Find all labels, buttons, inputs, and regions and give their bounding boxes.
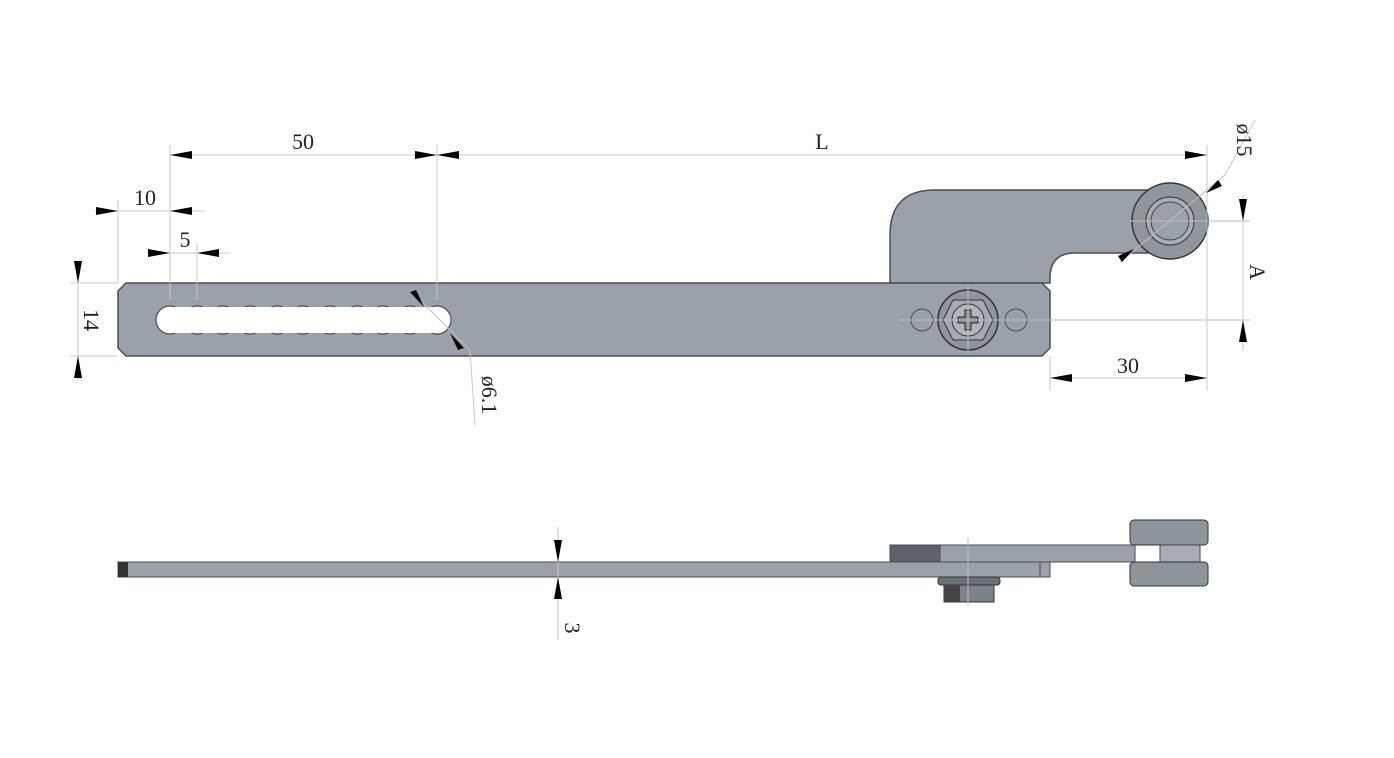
- top-view: 50 L 10 5 14 ø6.1 ø15 A 30: [70, 119, 1270, 426]
- dim-thickness: 3: [560, 623, 585, 634]
- dim-length: L: [815, 129, 828, 154]
- bar-side: [117, 561, 1051, 578]
- slotted-bar: [117, 282, 1051, 357]
- dim-height-offset: A: [1245, 264, 1270, 280]
- dim-pitch: 5: [180, 227, 191, 252]
- dim-width: 14: [79, 309, 104, 331]
- roller-bracket: [889, 189, 1171, 284]
- dim-slot-length: 50: [292, 129, 314, 154]
- side-view: 3: [117, 519, 1209, 640]
- dim-offset: 10: [134, 185, 156, 210]
- dim-roller-diameter: ø15: [1232, 124, 1257, 157]
- nut-icon: [937, 576, 1001, 603]
- dim-bracket-length: 30: [1117, 353, 1139, 378]
- adjustment-holes: [155, 305, 452, 335]
- dim-hole-diameter: ø6.1: [477, 376, 502, 415]
- roller-side: [1129, 519, 1209, 587]
